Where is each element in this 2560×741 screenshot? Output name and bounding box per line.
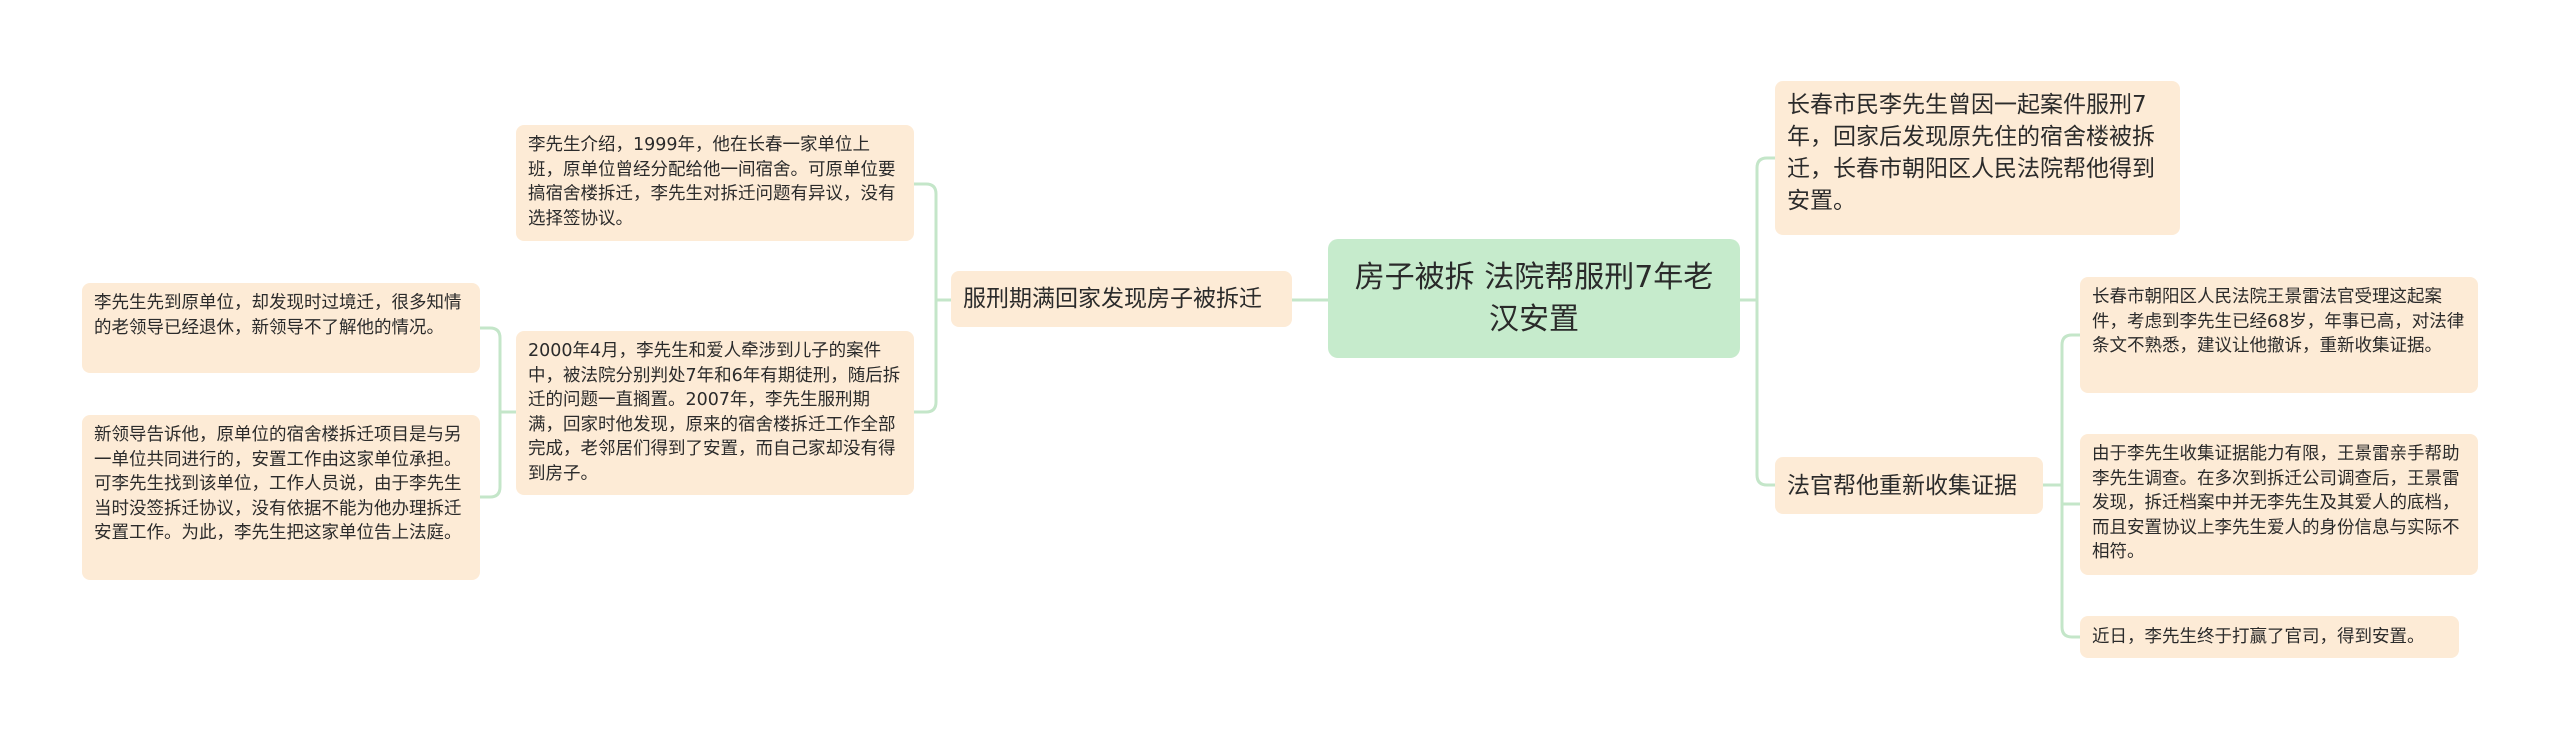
root-topic[interactable]: 房子被拆 法院帮服刑7年老汉安置: [1328, 239, 1740, 358]
node-text: 由于李先生收集证据能力有限，王景雷亲手帮助李先生调查。在多次到拆迁公司调查后，王…: [2092, 444, 2460, 562]
node-text: 李先生先到原单位，却发现时过境迁，很多知情的老领导已经退休，新领导不了解他的情况…: [94, 293, 462, 338]
branch-right-label: 法官帮他重新收集证据: [1787, 472, 2017, 499]
node-2000-sentence[interactable]: 2000年4月，李先生和爱人牵涉到儿子的案件中，被法院分别判处7年和6年有期徒刑…: [516, 331, 914, 495]
node-visit-original-unit[interactable]: 李先生先到原单位，却发现时过境迁，很多知情的老领导已经退休，新领导不了解他的情况…: [82, 283, 480, 373]
node-text: 李先生介绍，1999年，他在长春一家单位上班，原单位曾经分配给他一间宿舍。可原单…: [528, 135, 896, 229]
node-summary[interactable]: 长春市民李先生曾因一起案件服刑7年，回家后发现原先住的宿舍楼被拆迁，长春市朝阳区…: [1775, 81, 2180, 235]
branch-left-sentence-served[interactable]: 服刑期满回家发现房子被拆迁: [951, 271, 1292, 327]
node-new-leader-lawsuit[interactable]: 新领导告诉他，原单位的宿舍楼拆迁项目是与另一单位共同进行的，安置工作由这家单位承…: [82, 415, 480, 580]
node-text: 新领导告诉他，原单位的宿舍楼拆迁项目是与另一单位共同进行的，安置工作由这家单位承…: [94, 425, 462, 543]
branch-left-label: 服刑期满回家发现房子被拆迁: [963, 286, 1262, 312]
node-text: 近日，李先生终于打赢了官司，得到安置。: [2092, 626, 2425, 647]
root-topic-label: 房子被拆 法院帮服刑7年老汉安置: [1354, 259, 1714, 337]
node-text: 长春市民李先生曾因一起案件服刑7年，回家后发现原先住的宿舍楼被拆迁，长春市朝阳区…: [1787, 92, 2155, 214]
node-judge-advice[interactable]: 长春市朝阳区人民法院王景雷法官受理这起案件，考虑到李先生已经68岁，年事已高，对…: [2080, 277, 2478, 393]
node-won-case[interactable]: 近日，李先生终于打赢了官司，得到安置。: [2080, 616, 2459, 658]
node-text: 长春市朝阳区人民法院王景雷法官受理这起案件，考虑到李先生已经68岁，年事已高，对…: [2092, 287, 2465, 356]
node-1999-background[interactable]: 李先生介绍，1999年，他在长春一家单位上班，原单位曾经分配给他一间宿舍。可原单…: [516, 125, 914, 241]
node-text: 2000年4月，李先生和爱人牵涉到儿子的案件中，被法院分别判处7年和6年有期徒刑…: [528, 341, 901, 484]
branch-right-judge-evidence[interactable]: 法官帮他重新收集证据: [1775, 457, 2043, 514]
node-investigation[interactable]: 由于李先生收集证据能力有限，王景雷亲手帮助李先生调查。在多次到拆迁公司调查后，王…: [2080, 434, 2478, 575]
